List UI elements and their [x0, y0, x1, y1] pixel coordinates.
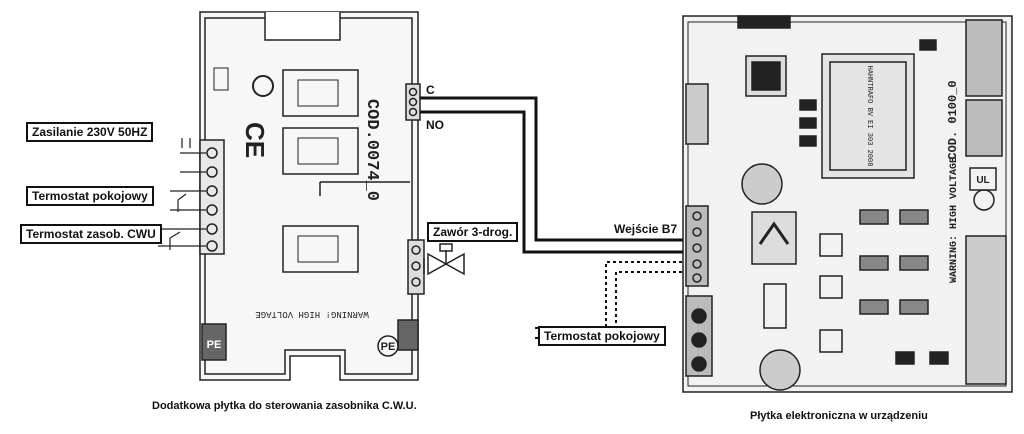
left-code: COD.0074_0 [362, 99, 381, 201]
pe-right-label: PE [381, 341, 396, 353]
pe-left-label: PE [207, 339, 222, 351]
right-code: COD. 0100_0 [946, 80, 960, 159]
room-thermostat-2-label: Termostat pokojowy [538, 326, 666, 346]
transformer-label: HAHNTRAFO BV EI 303 2008 [865, 66, 873, 167]
ul-mark: UL [976, 175, 989, 186]
left-wires [158, 138, 206, 250]
right-warning: WARNING: HIGH VOLTAGE [949, 157, 960, 283]
right-board-caption: Płytka elektroniczna w urządzeniu [750, 410, 928, 422]
logo-icon [252, 75, 274, 97]
ce-mark: CE [240, 122, 270, 158]
thermostat-cable [534, 261, 700, 339]
valve-label: Zawór 3-drog. [427, 222, 519, 242]
power-label: Zasilanie 230V 50HZ [26, 122, 154, 142]
signal-cable [420, 96, 700, 254]
valve-icon [423, 243, 465, 276]
right-board [682, 15, 1013, 393]
input-label: Wejście B7 [614, 222, 678, 236]
room-thermostat-label: Termostat pokojowy [26, 186, 154, 206]
pe-right-mark [377, 335, 399, 357]
left-board-caption: Dodatkowa płytka do sterowania zasobnika… [152, 400, 417, 412]
dhw-thermostat-label: Termostat zasob. CWU [20, 224, 162, 244]
left-warning: WARNING! HIGH VOLTAGE [255, 309, 368, 319]
left-board [199, 11, 425, 381]
no-terminal-label: NO [426, 118, 444, 132]
c-terminal-label: C [426, 83, 435, 97]
